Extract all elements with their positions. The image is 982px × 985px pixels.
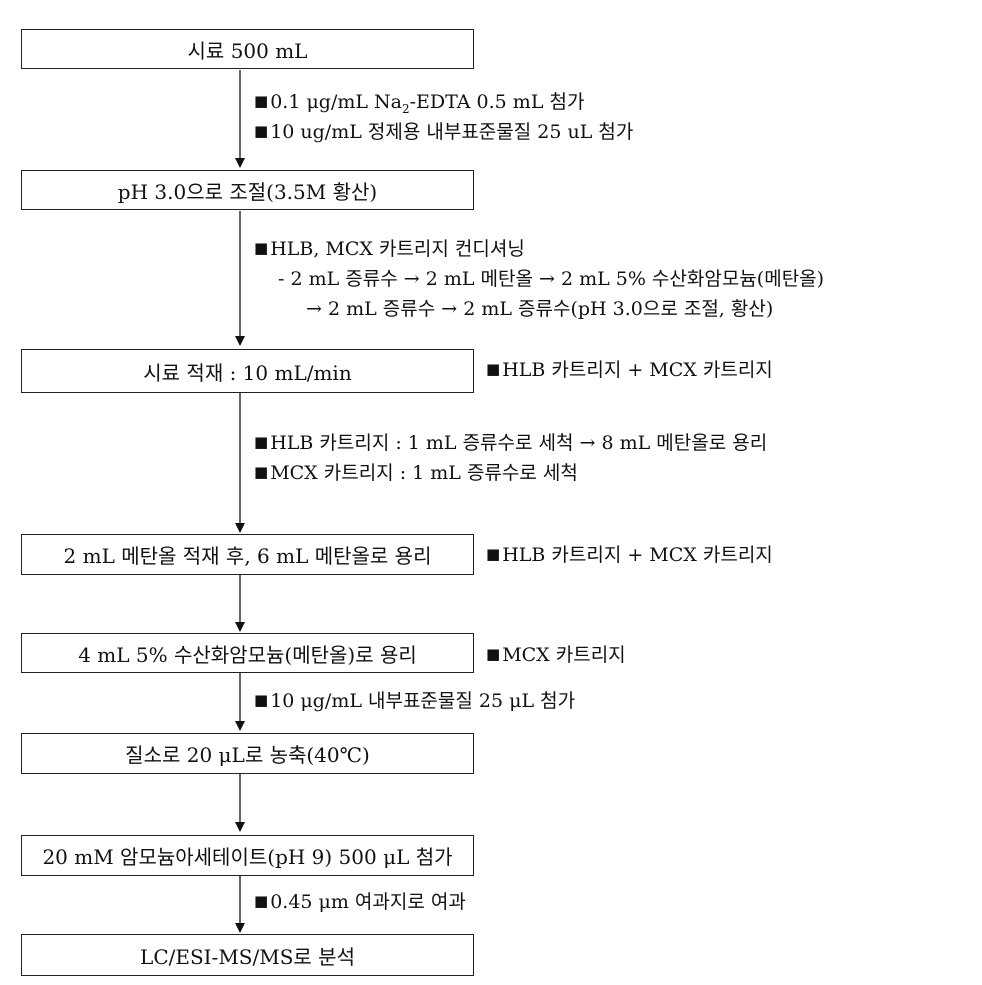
step-box-7: 20 mM 암모늄아세테이트(pH 9) 500 μL 첨가 xyxy=(21,835,474,876)
step-box-3: 시료 적재 : 10 mL/min xyxy=(21,349,474,393)
step-box-5: 4 mL 5% 수산화암모늄(메탄올)로 용리 xyxy=(21,633,474,673)
note-mcx-wash: ■MCX 카트리지 : 1 mL 증류수로 세척 xyxy=(254,462,578,484)
step-box-6: 질소로 20 μL로 농축(40℃) xyxy=(21,733,474,774)
note-hlb-wash: ■HLB 카트리지 : 1 mL 증류수로 세척 → 8 mL 메탄올로 용리 xyxy=(254,432,768,454)
note-filtration: ■0.45 μm 여과지로 여과 xyxy=(254,891,466,913)
step-label-8: LC/ESI-MS/MS로 분석 xyxy=(140,944,355,969)
note-edta: ■0.1 μg/mL Na2-EDTA 0.5 mL 첨가 xyxy=(254,91,585,116)
bullet-icon: ■ xyxy=(254,433,269,451)
note-internal-std-2: ■10 μg/mL 내부표준물질 25 μL 첨가 xyxy=(254,690,576,712)
note-internal-std: ■10 ug/mL 정제용 내부표준물질 25 uL 첨가 xyxy=(254,121,634,143)
step-box-8: LC/ESI-MS/MS로 분석 xyxy=(21,934,474,976)
bullet-icon: ■ xyxy=(254,691,269,709)
side-label-cartridges-1: ■HLB 카트리지 + MCX 카트리지 xyxy=(486,359,773,381)
step-box-2: pH 3.0으로 조절(3.5M 황산) xyxy=(21,170,474,210)
step-box-1: 시료 500 mL xyxy=(21,29,474,69)
note-conditioning-step-2: → 2 mL 증류수 → 2 mL 증류수(pH 3.0으로 조절, 황산) xyxy=(306,298,774,320)
step-label-3: 시료 적재 : 10 mL/min xyxy=(143,360,352,385)
step-box-4: 2 mL 메탄올 적재 후, 6 mL 메탄올로 용리 xyxy=(21,534,474,575)
step-label-7: 20 mM 암모늄아세테이트(pH 9) 500 μL 첨가 xyxy=(42,845,453,869)
bullet-icon: ■ xyxy=(254,239,269,257)
bullet-icon: ■ xyxy=(254,122,269,140)
side-label-mcx: ■MCX 카트리지 xyxy=(486,644,626,666)
bullet-icon: ■ xyxy=(486,645,501,663)
bullet-icon: ■ xyxy=(254,892,269,910)
step-label-1: 시료 500 mL xyxy=(187,38,308,63)
step-label-2: pH 3.0으로 조절(3.5M 황산) xyxy=(117,179,378,204)
step-label-6: 질소로 20 μL로 농축(40℃) xyxy=(125,743,370,767)
bullet-icon: ■ xyxy=(486,360,501,378)
note-conditioning-step-1: - 2 mL 증류수 → 2 mL 메탄올 → 2 mL 5% 수산화암모늄(메… xyxy=(278,268,825,290)
bullet-icon: ■ xyxy=(254,92,269,110)
note-conditioning: ■HLB, MCX 카트리지 컨디셔닝 xyxy=(254,238,525,260)
step-label-5: 4 mL 5% 수산화암모늄(메탄올)로 용리 xyxy=(78,642,417,667)
side-label-cartridges-2: ■HLB 카트리지 + MCX 카트리지 xyxy=(486,544,773,566)
bullet-icon: ■ xyxy=(486,545,501,563)
step-label-4: 2 mL 메탄올 적재 후, 6 mL 메탄올로 용리 xyxy=(63,544,432,568)
bullet-icon: ■ xyxy=(254,463,269,481)
